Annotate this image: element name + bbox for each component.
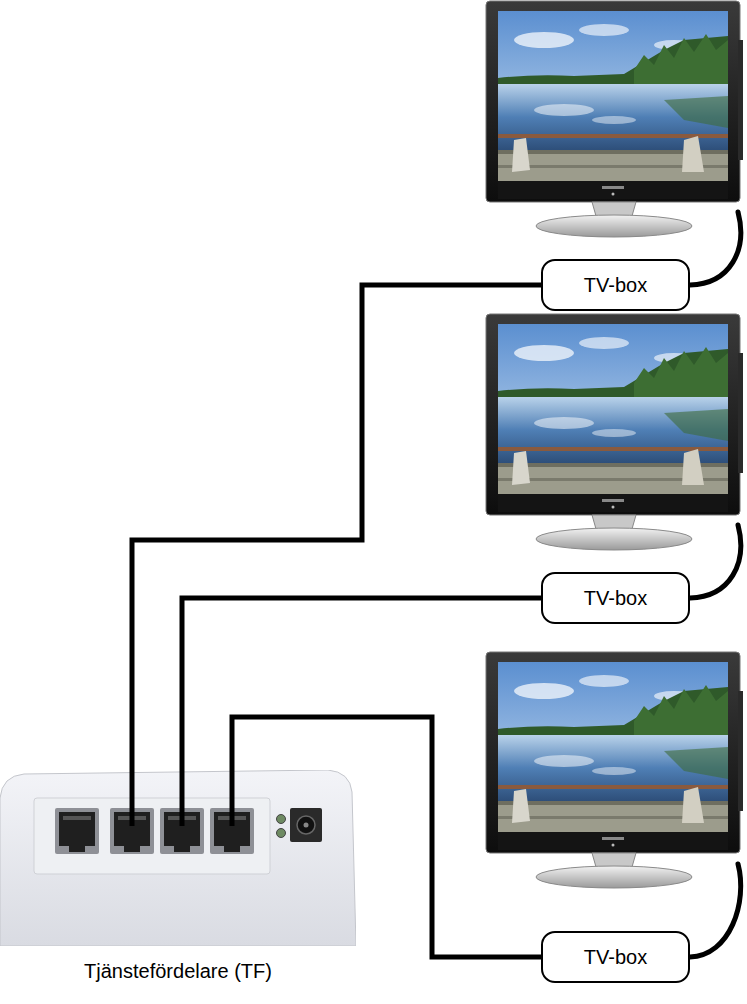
tv-screen xyxy=(486,314,743,550)
hdmi-cable xyxy=(690,525,741,598)
hdmi-cable xyxy=(690,212,741,285)
service-distributor-device xyxy=(0,770,356,946)
tv-box: TV-box xyxy=(541,572,690,624)
hdmi-cable xyxy=(690,864,741,957)
tv-screen xyxy=(486,1,743,237)
service-distributor: Tjänstefördelare (TF) xyxy=(0,770,356,998)
network-cable xyxy=(132,285,541,770)
box-label: TV-box xyxy=(584,587,647,610)
device-label: Tjänstefördelare (TF) xyxy=(0,960,356,983)
box-label: TV-box xyxy=(584,274,647,297)
tv-box: TV-box xyxy=(541,259,690,311)
tv-screen xyxy=(486,652,743,888)
tv-box: TV-box xyxy=(541,931,690,983)
network-cable xyxy=(182,598,541,770)
box-label: TV-box xyxy=(584,946,647,969)
